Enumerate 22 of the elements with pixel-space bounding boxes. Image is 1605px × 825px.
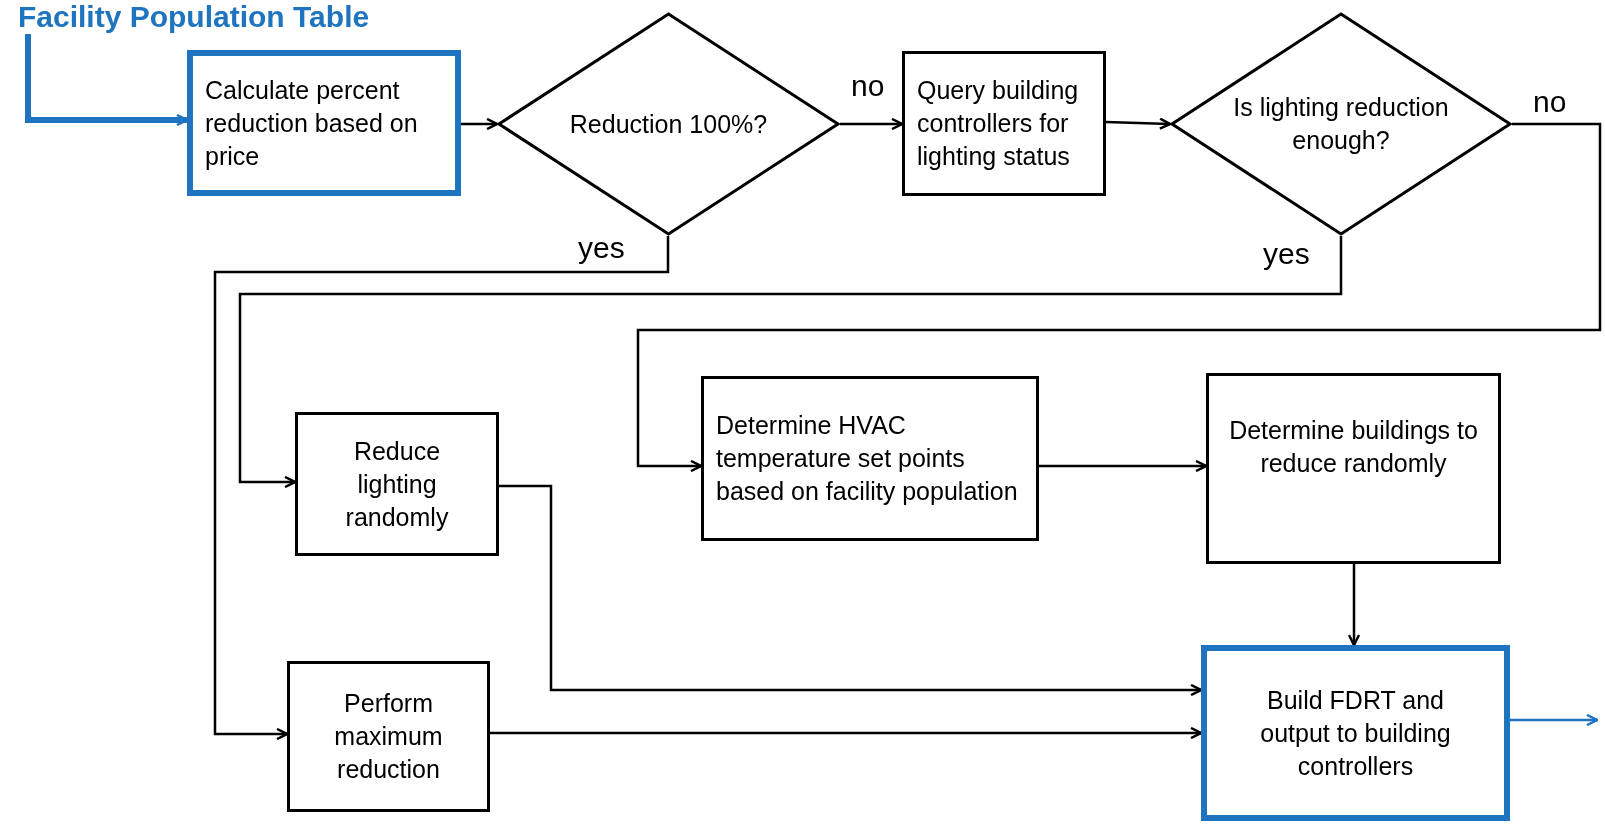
arrow xyxy=(1347,564,1361,647)
arrow xyxy=(840,117,904,131)
arrow xyxy=(213,236,670,741)
arrow xyxy=(25,34,189,127)
arrow xyxy=(636,122,1602,473)
process-box: Reduce lighting randomly xyxy=(295,412,499,556)
arrow xyxy=(238,236,1343,489)
decision-diamond: Is lighting reduction enough? xyxy=(1170,12,1512,236)
process-box: Build FDRT and output to building controllers xyxy=(1201,645,1510,821)
process-box: Determine buildings to reduce randomly xyxy=(1206,373,1501,564)
process-box: Calculate percent reduction based on price xyxy=(187,50,461,196)
arrow xyxy=(1105,117,1172,130)
arrow xyxy=(499,484,1203,697)
process-box: Query building controllers for lighting status xyxy=(902,51,1106,196)
arrow xyxy=(1039,459,1208,473)
arrow xyxy=(1510,713,1599,727)
arrow xyxy=(461,117,499,131)
arrow xyxy=(490,726,1203,740)
decision-diamond: Reduction 100%? xyxy=(497,12,840,236)
process-box: Determine HVAC temperature set points based on facility population xyxy=(701,376,1039,541)
process-box: Perform maximum reduction xyxy=(287,661,490,812)
node-label: Facility Population Table xyxy=(18,0,370,34)
